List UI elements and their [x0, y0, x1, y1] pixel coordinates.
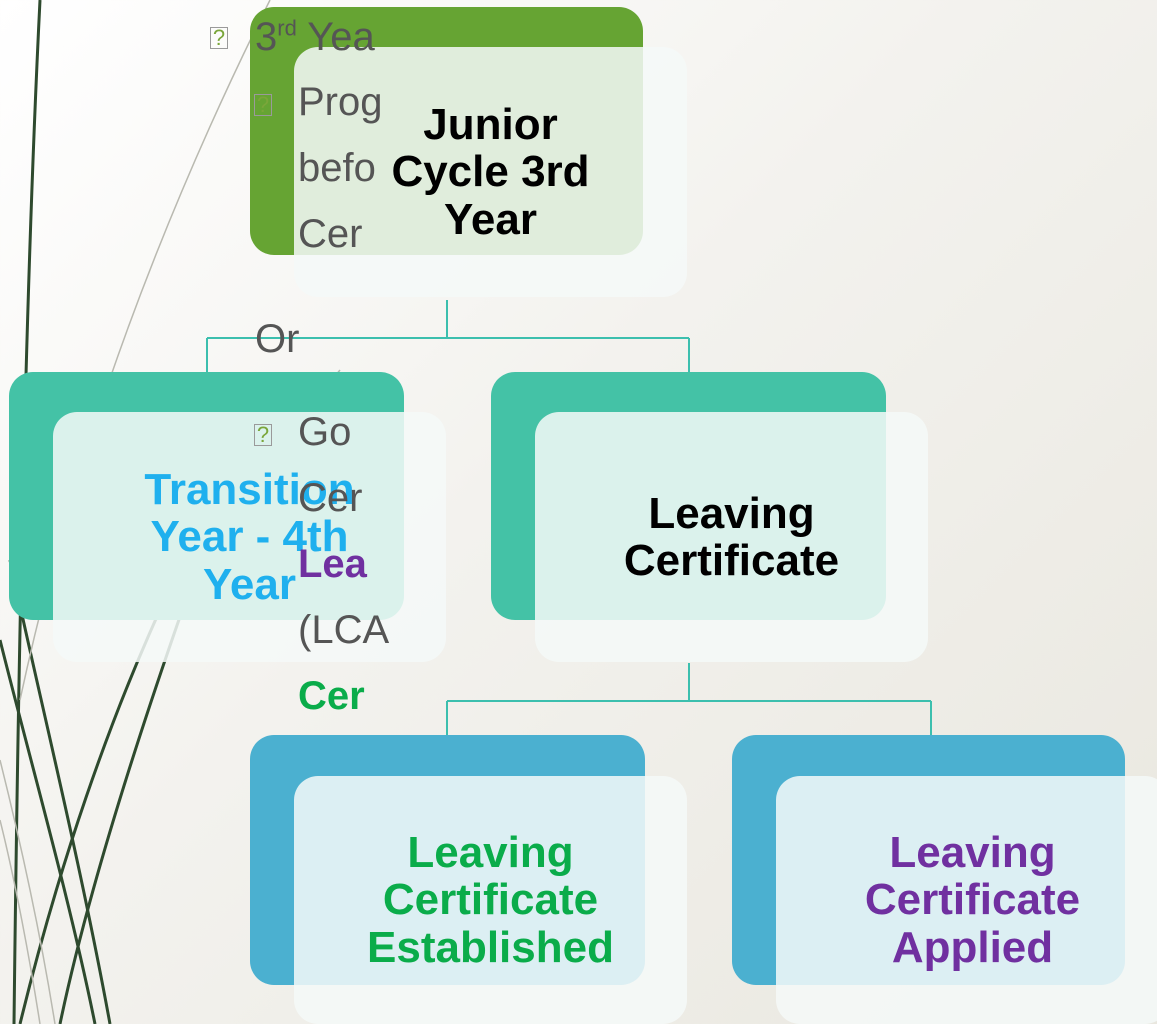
or-text: Or — [255, 317, 300, 361]
sub-bullet-line-7: (LCA — [298, 608, 390, 652]
transition-year-node: Transition Year - 4th Year — [53, 412, 446, 662]
bullet-line-1: 3rd Yea — [255, 15, 375, 59]
lc-established-node: Leaving Certificate Established — [294, 776, 687, 1024]
sub-bullet-icon: ? — [254, 424, 272, 446]
bullet-icon: ? — [210, 27, 228, 49]
sub-bullet-line-8: Cer — [298, 674, 365, 718]
sub-bullet-line-6: Lea — [298, 542, 367, 586]
sub-bullet-line-4: Go — [298, 410, 352, 454]
sub-bullet-line-5: Cer — [298, 476, 363, 520]
sub-bullet-line-2: befo — [298, 146, 376, 190]
root-node: Junior Cycle 3rd Year — [294, 47, 687, 297]
leaving-certificate-node: Leaving Certificate — [535, 412, 928, 662]
sub-bullet-line-3: Cer — [298, 212, 363, 256]
sub-bullet-icon: ? — [254, 94, 272, 116]
sub-bullet-line-1: Prog — [298, 80, 383, 124]
lc-applied-node: Leaving Certificate Applied — [776, 776, 1157, 1024]
